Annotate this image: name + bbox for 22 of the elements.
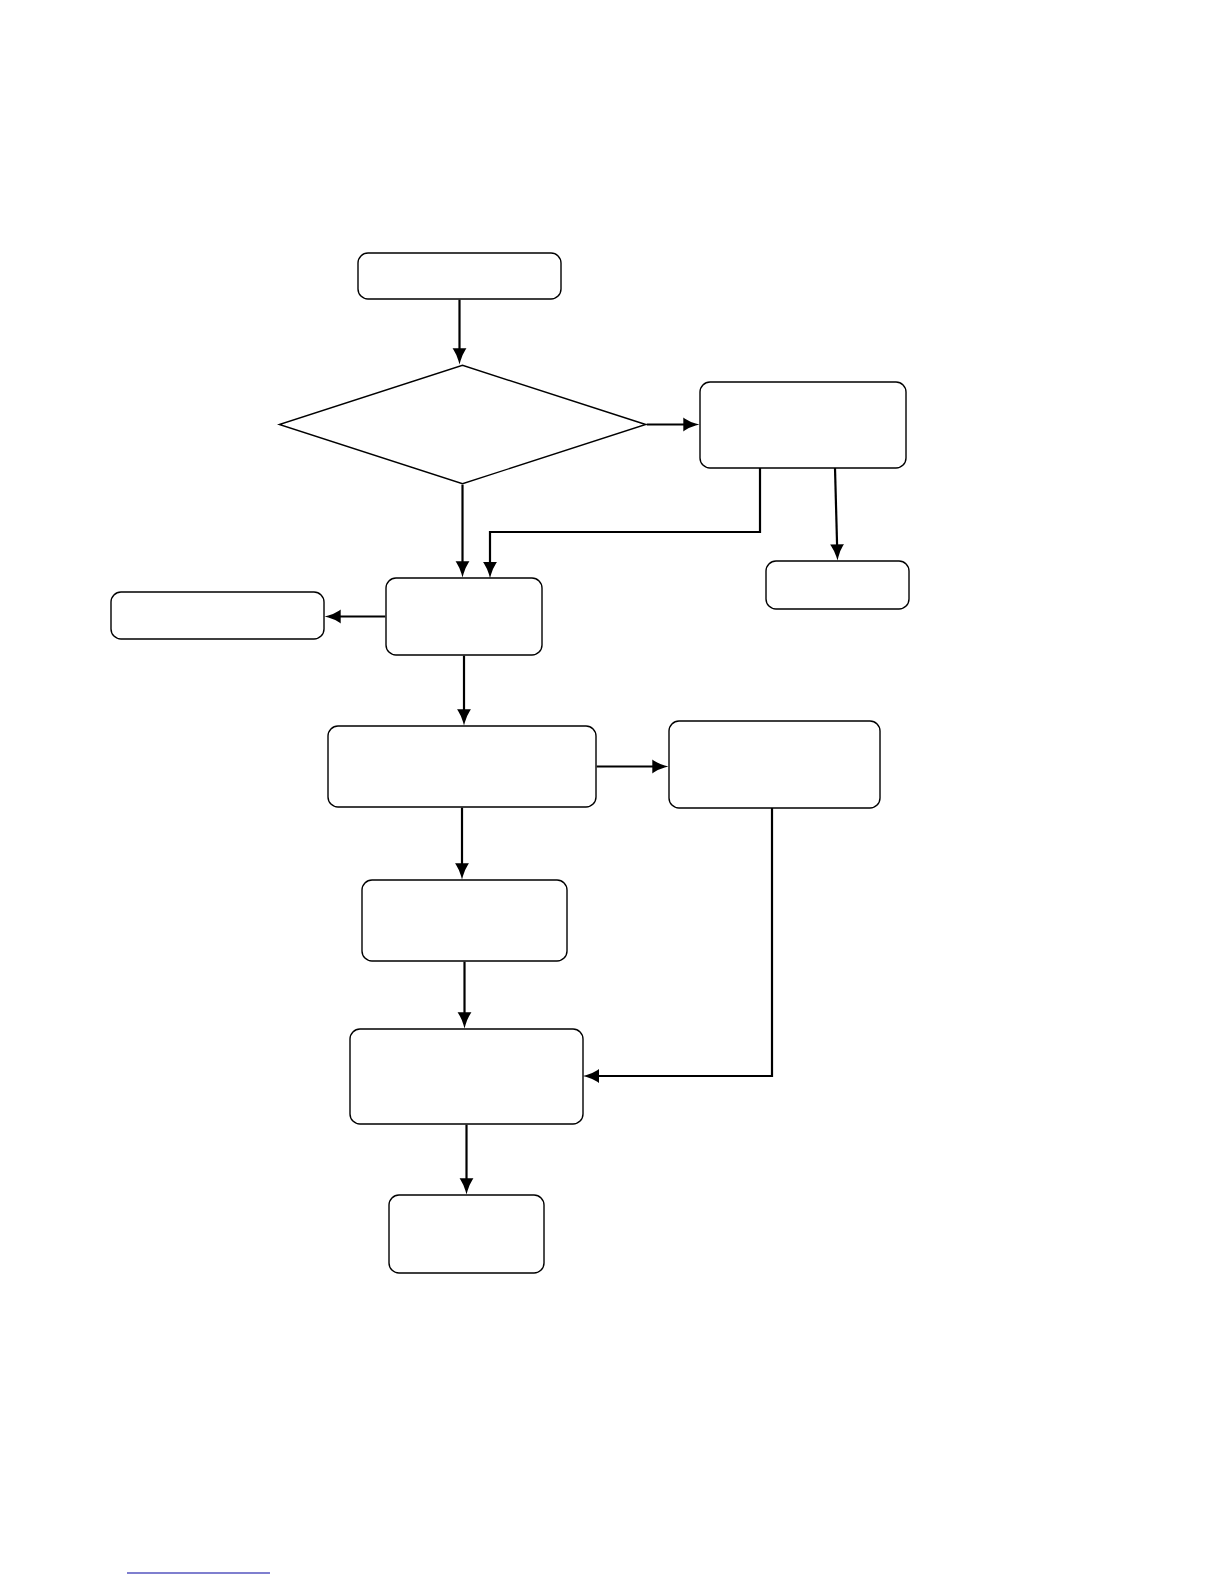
arrow (458, 961, 471, 1026)
process-box (388, 1194, 545, 1274)
process-box (385, 577, 543, 656)
process-box (349, 1028, 584, 1125)
process-box (357, 252, 562, 300)
process-box (110, 591, 325, 640)
process-box (327, 725, 597, 808)
arrow (596, 760, 666, 773)
arrow (831, 468, 844, 558)
arrow (460, 1124, 473, 1192)
arrow (453, 299, 466, 362)
arrow (646, 418, 697, 431)
process-box (361, 879, 568, 962)
arrow (327, 610, 386, 623)
arrow (456, 484, 469, 575)
arrow (457, 655, 471, 723)
process-box (668, 720, 881, 809)
process-box (699, 381, 907, 469)
arrow (585, 808, 774, 1083)
arrow (455, 807, 469, 877)
arrow (483, 468, 762, 576)
process-box (765, 560, 910, 610)
